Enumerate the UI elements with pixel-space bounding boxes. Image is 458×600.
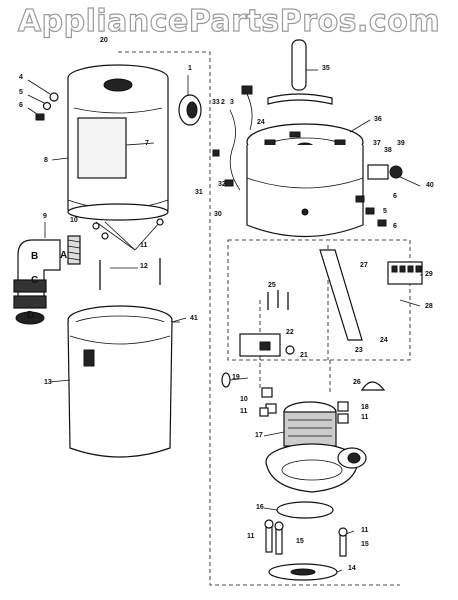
callout-c6b: 6 [393,193,397,200]
callout-c30: 30 [214,211,222,218]
screws-group [267,290,289,310]
elbow-connector [13,222,61,325]
dirt-bucket [67,305,180,458]
callout-c16: 16 [256,504,264,511]
callout-c32: 32 [218,181,226,188]
callout-c23: 23 [355,347,363,354]
callout-c15b: 15 [296,538,304,545]
letter-lB: B [31,251,38,262]
callout-c24b: 24 [380,337,388,344]
callout-c38: 38 [384,147,392,154]
filter-housing [67,64,169,220]
callout-c10: 10 [70,217,78,224]
callout-c18: 18 [361,404,369,411]
callout-c6c: 6 [393,223,397,230]
callout-c26: 26 [353,379,361,386]
bracket-part [319,249,363,341]
gasket-ring [67,203,169,290]
callout-c35: 35 [322,65,330,72]
callout-c5b: 5 [383,208,387,215]
cap-part [360,381,386,391]
callout-c11a: 11 [140,242,148,249]
callout-c27: 27 [360,262,368,269]
callout-c7: 7 [145,140,149,147]
screw-and-washers [27,79,59,121]
callout-c39: 39 [397,140,405,147]
callout-c25: 25 [268,282,276,289]
callout-c19: 19 [232,374,240,381]
callout-c11b: 11 [240,408,248,415]
relay-part [239,333,295,357]
callout-c33: 33 [212,99,220,106]
letter-lA: A [60,250,67,261]
motor-housing [246,123,364,238]
inlet-fitting [178,75,202,126]
callout-c9: 9 [43,213,47,220]
callout-c6: 6 [19,102,23,109]
callout-c40: 40 [426,182,434,189]
callout-c1: 1 [188,65,192,72]
nuts-right [337,401,349,424]
standoffs [264,519,348,557]
callout-c11c: 11 [361,414,369,421]
assembly-outline [118,51,400,586]
callout-c22: 22 [286,329,294,336]
callout-c13: 13 [44,379,52,386]
motor [265,401,367,493]
base-plate [268,563,338,581]
callout-c36: 36 [374,116,382,123]
callout-c29: 29 [425,271,433,278]
nuts-left [259,387,277,417]
callout-c4: 4 [19,74,23,81]
letter-labels: A B C D [27,250,67,321]
callout-c37: 37 [373,140,381,147]
motor-gasket [276,501,334,519]
control-panel-outline [227,239,411,361]
watermark: AppliancePartsPros.com [17,3,441,39]
callout-c15a: 15 [361,541,369,548]
handle-part [267,39,333,105]
callout-c3: 3 [230,99,234,106]
callout-c2: 2 [221,99,225,106]
terminal-block [387,261,423,285]
terminal-19 [221,372,249,388]
callout-c14: 14 [348,565,356,572]
wiring [212,85,253,191]
callout-c20: 20 [100,37,108,44]
callout-c41: 41 [190,315,198,322]
callout-c17: 17 [255,432,263,439]
callout-c11d: 11 [361,527,369,534]
spring-part [67,235,81,265]
callout-c12: 12 [140,263,148,270]
callout-c21: 21 [300,352,308,359]
switch-assembly [355,164,403,227]
leader-lines [49,69,422,573]
letter-lD: D [27,310,34,321]
callout-c8: 8 [44,157,48,164]
callout-c11e: 11 [247,533,255,540]
callout-c10b: 10 [240,396,248,403]
letter-lC: C [31,275,38,286]
callout-c28: 28 [425,303,433,310]
callout-c5: 5 [19,89,23,96]
callout-c31: 31 [195,189,203,196]
callout-c24: 24 [257,119,265,126]
